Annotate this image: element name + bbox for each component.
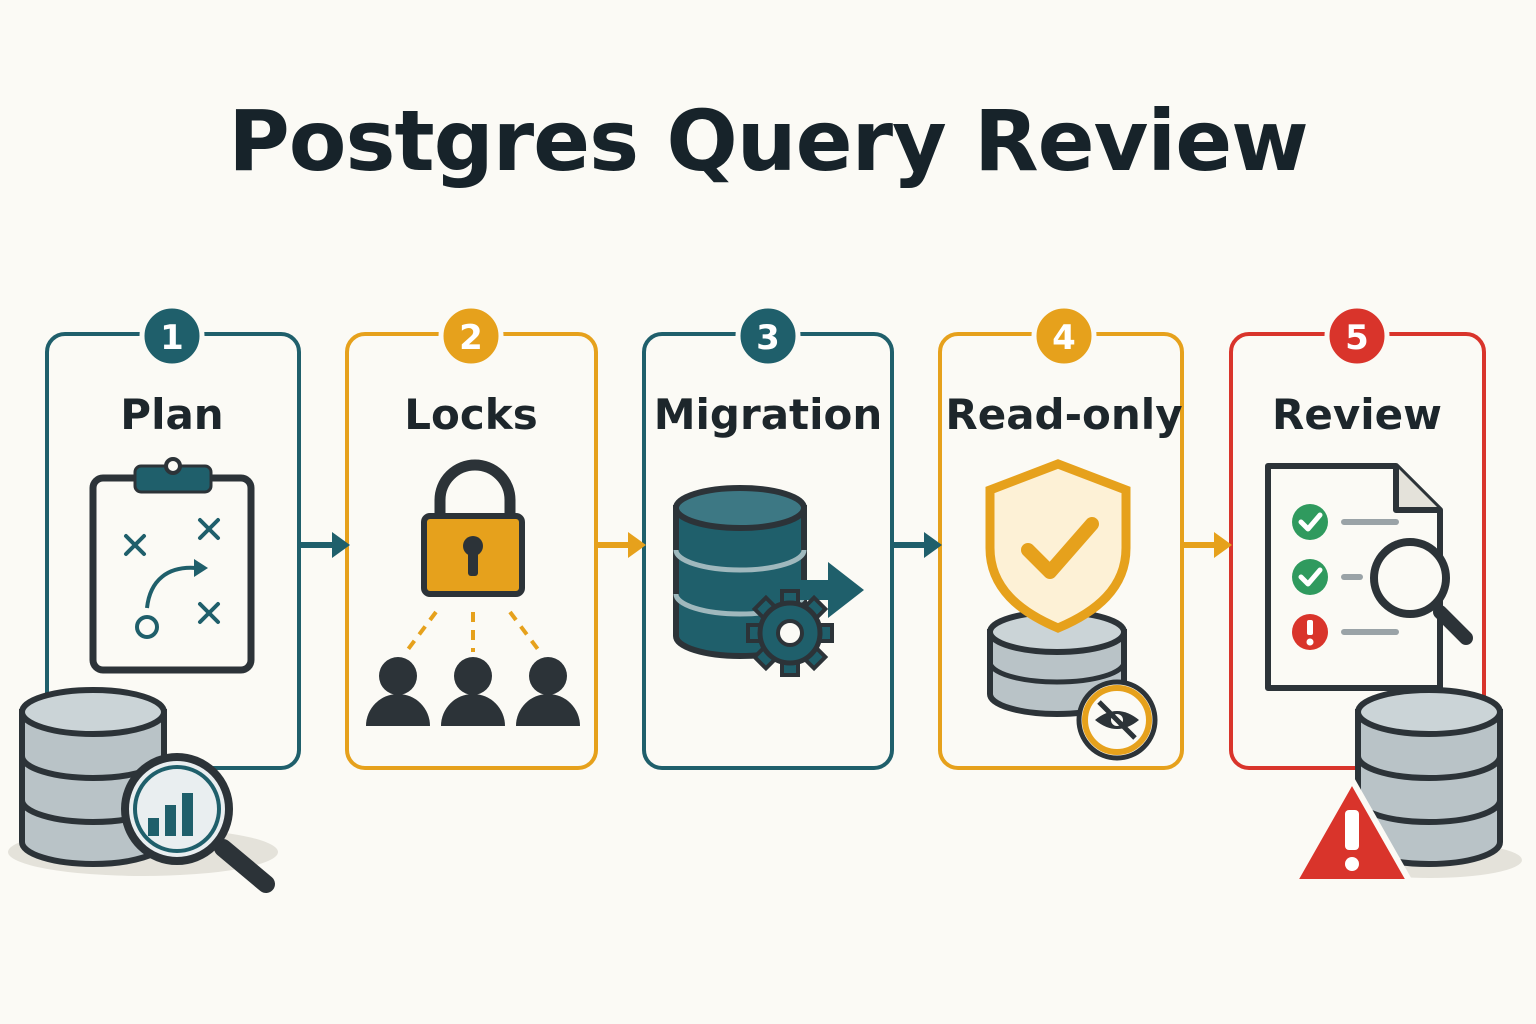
svg-text:3: 3: [756, 318, 780, 358]
step-label-1: Plan: [120, 390, 223, 439]
svg-text:1: 1: [160, 318, 184, 358]
clipboard-play-icon: [89, 457, 255, 674]
step-number-badge-2: 2: [438, 303, 504, 369]
database-search-chart-icon: [8, 687, 278, 893]
connector-arrow-3: [894, 532, 942, 558]
connector-arrow-4: [1184, 532, 1232, 558]
database-warning-icon: [1291, 687, 1522, 885]
checklist-document-magnifier-icon: [1265, 463, 1473, 691]
svg-text:2: 2: [459, 318, 483, 358]
step-label-3: Migration: [654, 390, 883, 439]
step-number-badge-3: 3: [735, 303, 801, 369]
step-label-5: Review: [1272, 390, 1442, 439]
padlock-users-icon: [366, 459, 580, 726]
step-label-2: Locks: [404, 390, 537, 439]
page-title: Postgres Query Review: [228, 92, 1309, 190]
connector-arrow-1: [301, 532, 350, 558]
step-number-badge-4: 4: [1031, 303, 1097, 369]
svg-text:5: 5: [1345, 318, 1369, 358]
svg-text:4: 4: [1052, 318, 1076, 358]
shield-check-database-eye-off-icon: [985, 459, 1158, 761]
step-number-badge-1: 1: [139, 303, 205, 369]
connector-arrow-2: [598, 532, 646, 558]
step-label-4: Read-only: [945, 390, 1182, 439]
step-number-badge-5: 5: [1324, 303, 1390, 369]
database-gear-arrow-icon: [673, 485, 864, 677]
